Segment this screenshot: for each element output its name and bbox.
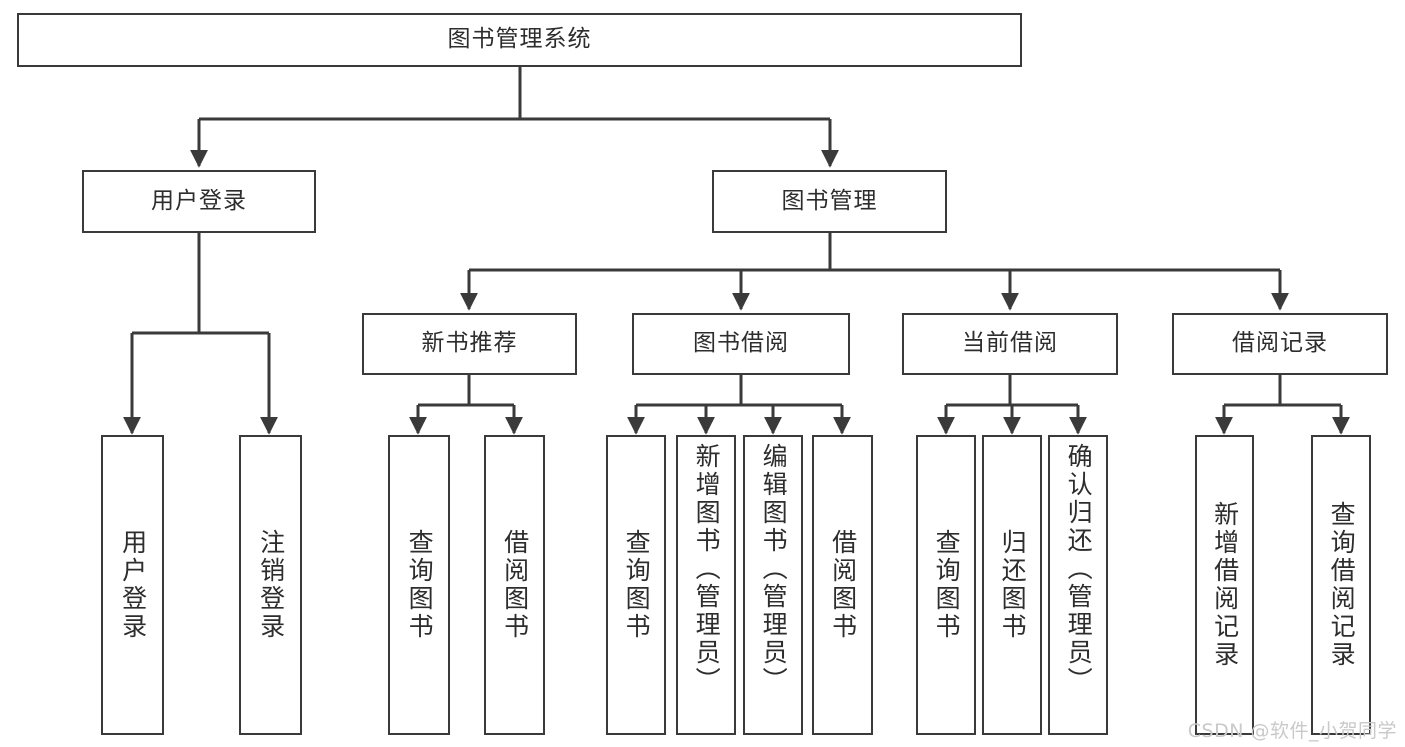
node-label: 编辑图书（管理员） — [759, 443, 789, 695]
node-label: 图书管理系统 — [447, 26, 592, 53]
node-label: 查询图书 — [405, 529, 435, 641]
node-label: 新书推荐 — [421, 330, 518, 357]
node-root-system[interactable]: 图书管理系统 — [17, 13, 1022, 67]
leaf-current-query-book[interactable]: 查询图书 — [916, 435, 976, 735]
leaf-record-add-record[interactable]: 新增借阅记录 — [1195, 435, 1254, 735]
leaf-user-login-signout[interactable]: 注销登录 — [239, 435, 302, 735]
node-label: 当前借阅 — [962, 330, 1058, 357]
node-borrow-record[interactable]: 借阅记录 — [1172, 313, 1388, 375]
node-label: 图书借阅 — [693, 330, 789, 357]
node-label: 归还图书 — [998, 529, 1028, 641]
node-label: 用户登录 — [151, 187, 247, 214]
node-label: 借阅记录 — [1232, 330, 1328, 357]
node-label: 查询图书 — [932, 529, 962, 641]
leaf-recommend-borrow-book[interactable]: 借阅图书 — [484, 435, 545, 735]
leaf-record-query-record[interactable]: 查询借阅记录 — [1311, 435, 1371, 735]
node-book-borrow[interactable]: 图书借阅 — [632, 313, 850, 375]
leaf-current-confirm-return-admin[interactable]: 确认归还（管理员） — [1048, 435, 1108, 735]
leaf-user-login-signin[interactable]: 用户登录 — [101, 435, 164, 735]
leaf-borrow-query-book[interactable]: 查询图书 — [606, 435, 666, 735]
leaf-borrow-edit-book-admin[interactable]: 编辑图书（管理员） — [743, 435, 803, 735]
node-label: 查询图书 — [622, 529, 652, 641]
node-label: 图书管理 — [781, 187, 878, 214]
node-label: 新增借阅记录 — [1210, 501, 1240, 669]
node-user-login[interactable]: 用户登录 — [82, 170, 316, 233]
node-label: 借阅图书 — [500, 529, 530, 641]
node-book-management[interactable]: 图书管理 — [712, 170, 947, 233]
node-label: 查询借阅记录 — [1327, 501, 1357, 669]
node-new-book-recommend[interactable]: 新书推荐 — [362, 313, 577, 375]
leaf-borrow-add-book-admin[interactable]: 新增图书（管理员） — [676, 435, 736, 735]
leaf-current-return-book[interactable]: 归还图书 — [982, 435, 1042, 735]
node-label: 确认归还（管理员） — [1064, 443, 1094, 695]
node-label: 注销登录 — [256, 529, 286, 641]
node-label: 借阅图书 — [828, 529, 858, 641]
leaf-borrow-borrow-book[interactable]: 借阅图书 — [812, 435, 873, 735]
leaf-recommend-query-book[interactable]: 查询图书 — [388, 435, 450, 735]
node-current-borrow[interactable]: 当前借阅 — [902, 313, 1118, 375]
node-label: 用户登录 — [118, 529, 148, 641]
node-label: 新增图书（管理员） — [692, 443, 722, 695]
